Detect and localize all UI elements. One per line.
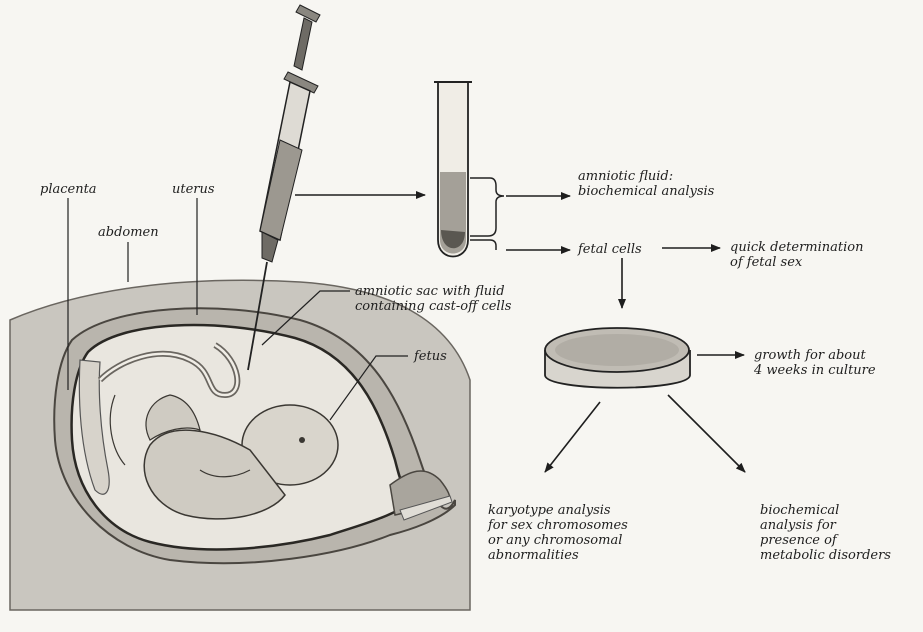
label-placenta: placenta <box>40 182 97 197</box>
label-fetus: fetus <box>414 349 447 364</box>
fluid-bracket <box>470 178 504 236</box>
label-biochemical-disorders: biochemical analysis for presence of met… <box>760 503 891 563</box>
culture-dish-figure <box>545 328 690 388</box>
label-karyotype-analysis: karyotype analysis for sex chromosomes o… <box>488 503 628 563</box>
label-amniotic-sac: amniotic sac with fluid containing cast-… <box>355 284 511 314</box>
label-fetal-sex: quick determination of fetal sex <box>730 240 863 270</box>
label-abdomen: abdomen <box>98 225 159 240</box>
label-amniotic-fluid: amniotic fluid: biochemical analysis <box>578 169 714 199</box>
label-uterus: uterus <box>172 182 215 197</box>
label-growth-culture: growth for about 4 weeks in culture <box>754 348 876 378</box>
label-fetal-cells: fetal cells <box>578 242 642 257</box>
test-tube-figure <box>434 82 472 257</box>
